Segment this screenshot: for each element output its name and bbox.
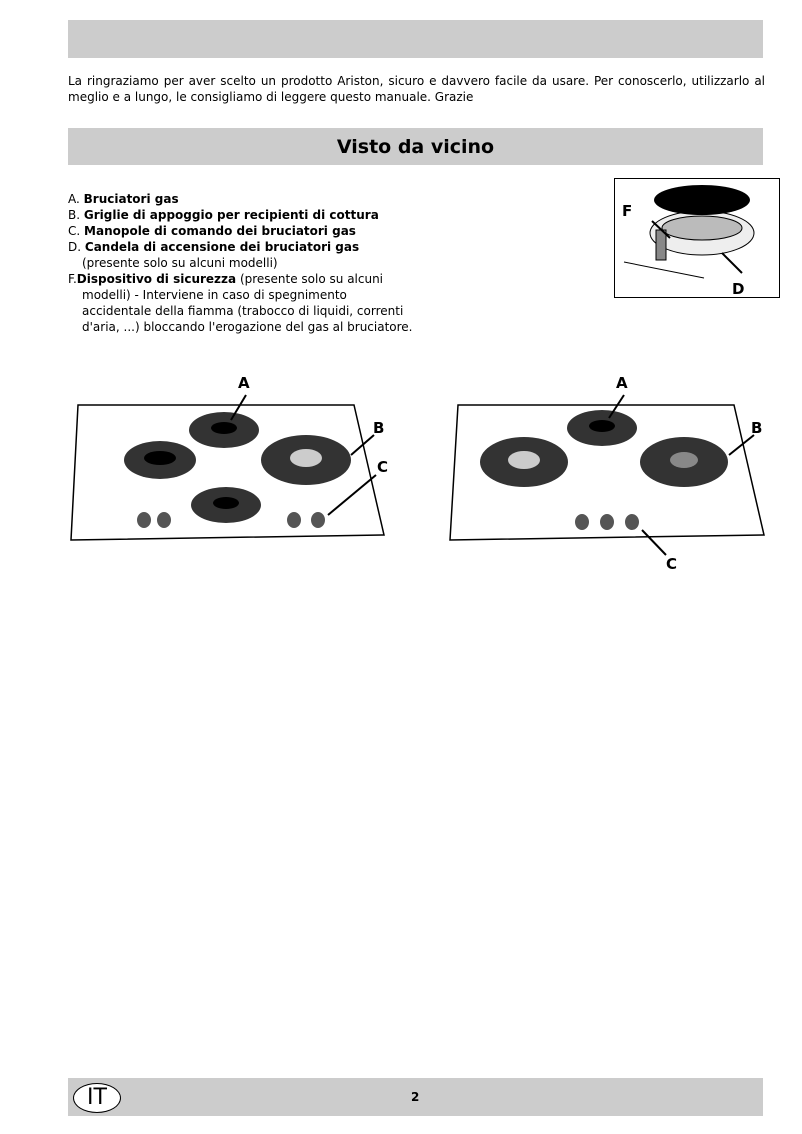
legend-item: D. Candela di accensione dei bruciatori … xyxy=(68,240,360,270)
parts-legend: A. Bruciatori gas B. Griglie di appoggio… xyxy=(68,191,413,335)
control-knobs xyxy=(137,512,325,528)
legend-item: F.Dispositivo di sicurezza (presente sol… xyxy=(68,272,413,334)
label-c: C xyxy=(377,458,388,476)
legend-item: B. Griglie di appoggio per recipienti di… xyxy=(68,208,379,222)
label-a: A xyxy=(238,374,250,392)
label-f: F xyxy=(622,202,632,220)
burner xyxy=(189,412,259,448)
burner xyxy=(261,435,351,485)
label-c: C xyxy=(666,555,677,573)
control-knobs xyxy=(575,514,639,530)
burner xyxy=(191,487,261,523)
label-b: B xyxy=(373,419,384,437)
burner xyxy=(124,441,196,479)
page-number: 2 xyxy=(411,1090,420,1104)
burner xyxy=(640,437,728,487)
header-bar xyxy=(68,20,763,58)
label-b: B xyxy=(751,419,762,437)
label-d: D xyxy=(732,280,744,298)
footer-bar: IT 2 xyxy=(68,1078,763,1116)
legend-item: C. Manopole di comando dei bruciatori ga… xyxy=(68,224,356,238)
hob-3-burner-figure: A B C xyxy=(449,374,765,573)
language-badge: IT xyxy=(73,1083,121,1113)
burner xyxy=(480,437,568,487)
hob-4-burner-figure: A B C xyxy=(70,374,388,541)
burner xyxy=(567,410,637,446)
legend-item: A. Bruciatori gas xyxy=(68,192,179,206)
intro-text: La ringraziamo per aver scelto un prodot… xyxy=(68,74,765,104)
section-header: Visto da vicino xyxy=(68,128,763,165)
label-a: A xyxy=(616,374,628,392)
section-title: Visto da vicino xyxy=(336,135,495,158)
burner-detail-figure: F D xyxy=(614,178,780,298)
